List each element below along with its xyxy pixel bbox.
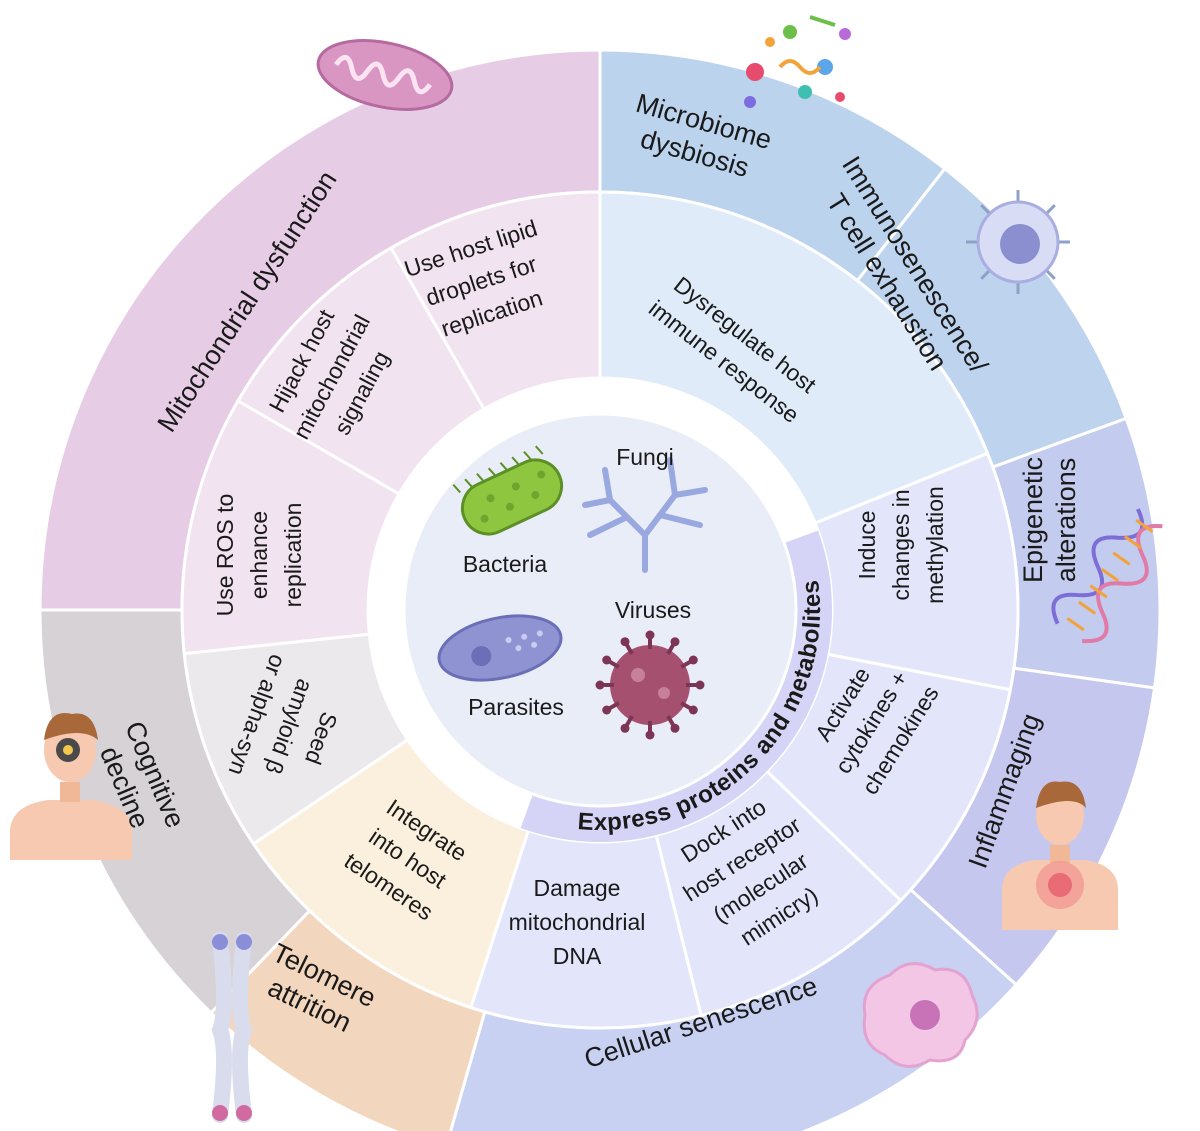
microbes-icon (744, 15, 851, 108)
mechanism-label-line: enhance (246, 511, 272, 599)
mitochondrion-icon (316, 39, 454, 111)
pathogen-label-parasites: Parasites (468, 694, 564, 720)
mechanism-label: Use ROS to enhance replication (212, 494, 306, 617)
pathogen-label-bacteria: Bacteria (463, 551, 548, 577)
express-band (520, 530, 832, 842)
hallmark-label-line: Epigenetic (1018, 457, 1048, 583)
hallmark-ring (38, 48, 1162, 1131)
fungus-icon (582, 457, 708, 573)
mechanism-segment-hijack (235, 245, 487, 497)
chromosome-icon (211, 932, 253, 1123)
hallmark-label-line: alterations (1051, 458, 1081, 583)
icon-layer (10, 15, 1163, 1123)
pathogen-core (402, 412, 798, 808)
senescent-cell-icon (862, 962, 979, 1068)
mechanism-label: Induce changes in methylation (854, 486, 948, 604)
mechanism-ros: Use ROS to enhance replication (212, 494, 306, 617)
mechanism-segment-dysregulate (598, 190, 990, 526)
mechanism-label-line: changes in (888, 489, 914, 600)
head-gear-icon (10, 713, 132, 860)
mechanism-label-line: DNA (553, 943, 602, 969)
mechanism-label-line: Induce (854, 510, 880, 579)
mechanism-label-line: methylation (922, 486, 948, 604)
mechanism-segment-ros (180, 398, 402, 656)
mechanism-ring (180, 190, 1020, 1030)
t-cell-icon (966, 190, 1070, 294)
dna-helix-icon (1051, 508, 1163, 644)
pathogen-label-fungi: Fungi (616, 444, 674, 470)
core-circle (402, 412, 798, 808)
express-band-arc (520, 530, 832, 842)
virus-icon (595, 630, 705, 740)
mechanism-label-line: replication (280, 503, 306, 608)
mechanism-segment-seed (182, 632, 410, 846)
bacterium-icon (452, 445, 564, 536)
mechanism-methylation: Induce changes in methylation (854, 486, 948, 604)
mechanism-label-line: Damage (534, 875, 621, 901)
pathogen-label-viruses: Viruses (615, 597, 691, 623)
mechanism-label-line: Use ROS to (212, 494, 238, 617)
mechanism-label-line: mitochondrial (509, 909, 646, 935)
inflamed-person-icon (1002, 781, 1118, 930)
parasite-icon (437, 614, 563, 682)
